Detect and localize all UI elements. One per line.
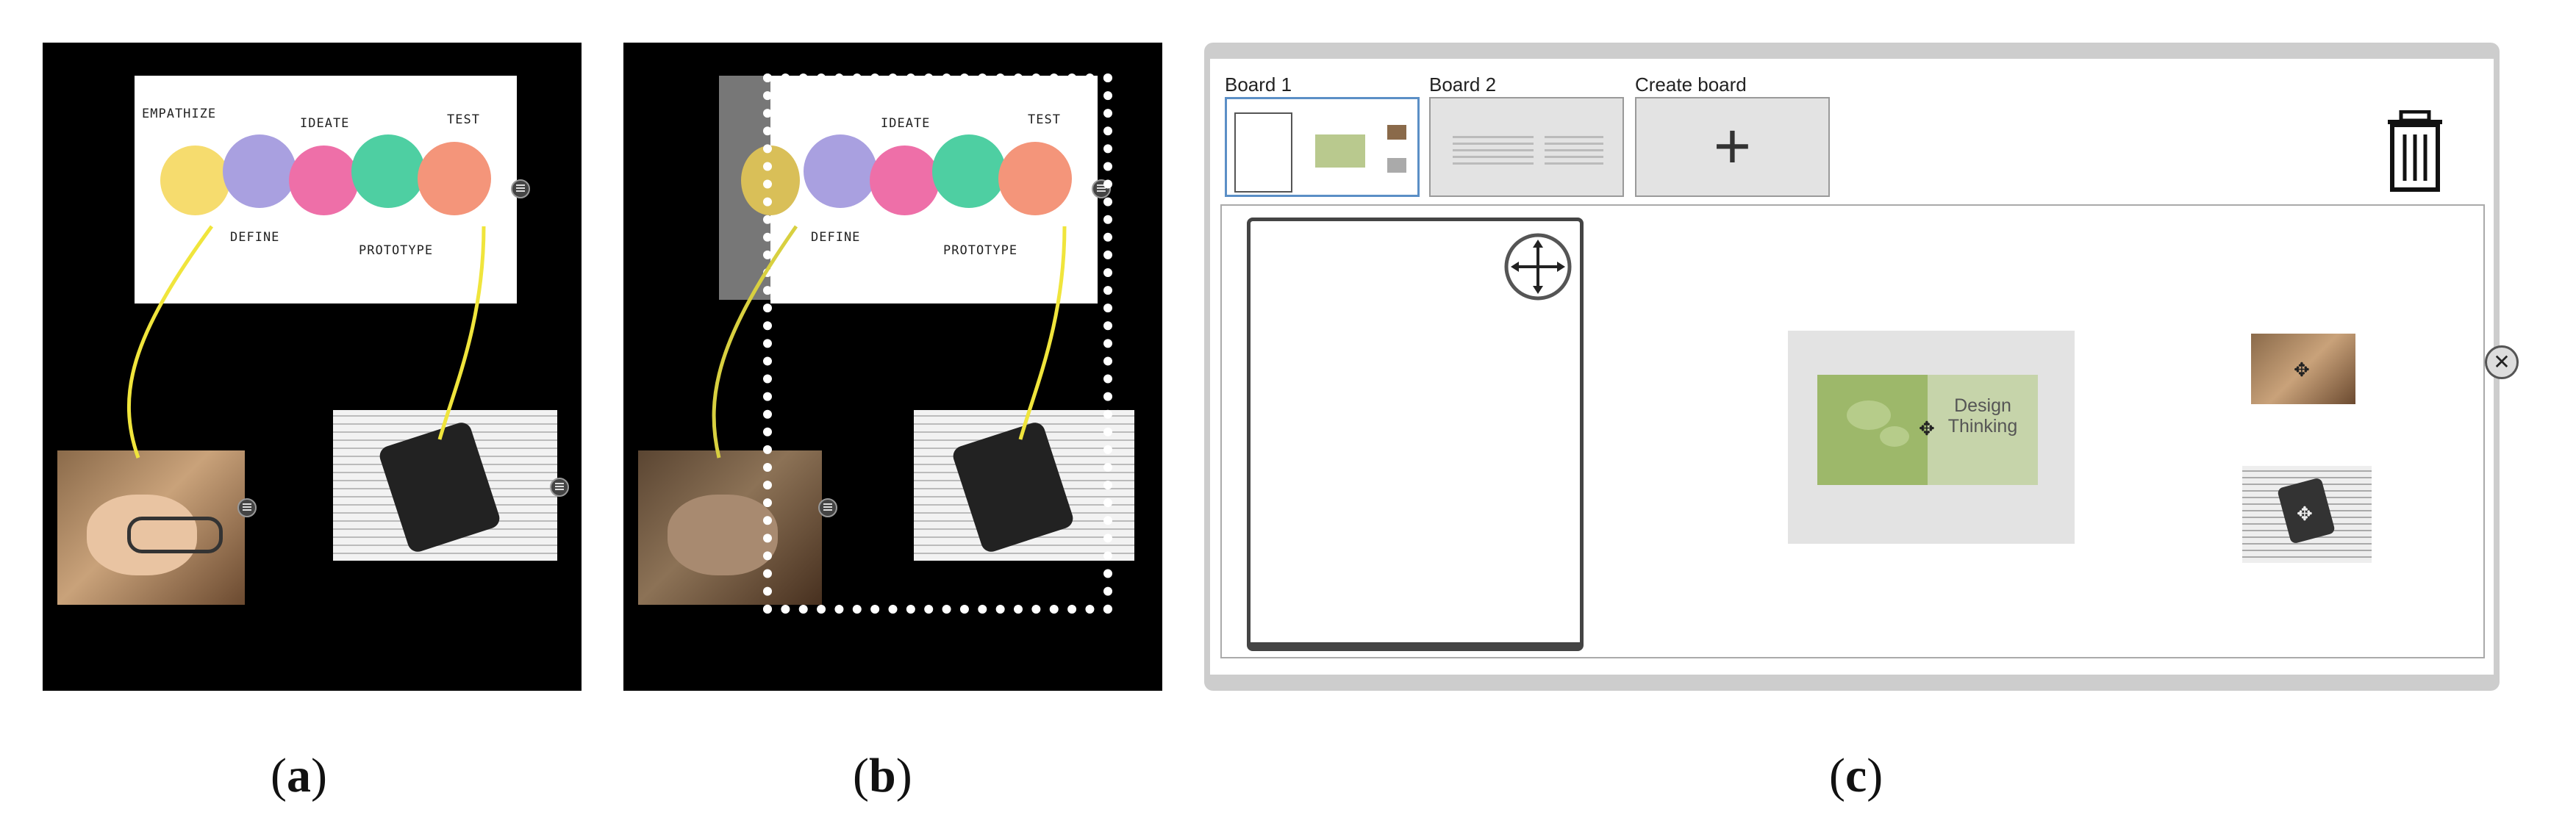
plus-icon: + [1713, 109, 1752, 182]
slide-title: Design Thinking [1947, 395, 2018, 437]
design-thinking-sketch-b[interactable]: IDEATE TEST DEFINE PROTOTYPE [770, 76, 1098, 303]
board-1-thumb-photo-2 [1387, 158, 1406, 173]
create-board-button[interactable]: + [1635, 97, 1830, 197]
phone-card-move-icon[interactable]: ✥ [2297, 503, 2313, 525]
glasses-hand-b [668, 495, 778, 575]
arrow-to-glasses-b [712, 225, 798, 459]
panel-b-arrows [712, 225, 1067, 459]
phone-sketch-photo[interactable] [333, 410, 557, 561]
glasses-photo[interactable] [57, 450, 245, 605]
prototype-circle-b [932, 134, 1006, 208]
board-window: Board 1 Board 2 Create board + [1204, 43, 2519, 691]
page-frame[interactable] [1247, 218, 1584, 651]
define-circle-b [804, 134, 877, 208]
board-1-tab-label: Board 1 [1225, 73, 1292, 96]
panel-b-screen: IDEATE TEST DEFINE PROTOTYPE [623, 43, 1162, 691]
phone-menu-handle[interactable] [550, 478, 569, 497]
test-label: TEST [447, 112, 480, 127]
board-2-thumb-content-2 [1545, 132, 1603, 165]
phone-thumbnail-card[interactable]: ✥ [2242, 466, 2372, 563]
glasses-menu-handle[interactable] [237, 498, 257, 517]
arrow-to-glasses [126, 225, 214, 459]
design-thinking-sketch[interactable]: EMPATHIZE IDEATE TEST DEFINE PROTOTYPE [135, 76, 517, 303]
glasses-hand [87, 495, 197, 575]
ideate-label: IDEATE [300, 116, 350, 131]
prototype-label: PROTOTYPE [359, 243, 434, 258]
slide-title-panel: Design Thinking [1928, 375, 2038, 485]
slide-bubble-1 [1847, 400, 1891, 430]
glasses-menu-handle-b[interactable] [818, 498, 837, 517]
prototype-circle [351, 134, 425, 208]
create-board-label: Create board [1635, 73, 1747, 96]
board-2-thumb-content-1 [1453, 132, 1534, 165]
test-circle [418, 142, 491, 215]
phone-sketch-photo-b[interactable] [914, 410, 1134, 561]
caption-a: (a) [271, 749, 327, 802]
ideate-circle [289, 146, 359, 215]
board-2-thumbnail[interactable] [1429, 97, 1624, 197]
empathize-label: EMPATHIZE [142, 107, 217, 121]
glasses-card-move-icon[interactable]: ✥ [2294, 359, 2310, 381]
board-1-thumb-photo-1 [1387, 125, 1406, 140]
sketch-menu-handle[interactable] [511, 179, 530, 198]
panel-a-arrows [126, 225, 486, 459]
board-1-thumbnail[interactable] [1225, 97, 1420, 197]
slide-green-panel [1817, 375, 1928, 485]
design-thinking-slide[interactable]: Design Thinking ✥ [1788, 331, 2075, 544]
board-1-thumb-slide [1315, 134, 1365, 168]
caption-c: (c) [1829, 749, 1883, 802]
board-inner: Board 1 Board 2 Create board + [1210, 59, 2494, 675]
glasses-thumbnail-card[interactable]: ✥ [2251, 334, 2355, 404]
board-1-thumb-page [1234, 112, 1292, 193]
prototype-label-b: PROTOTYPE [943, 243, 1018, 258]
board-canvas[interactable]: Design Thinking ✥ ✥ ✥ [1220, 204, 2485, 658]
trash-icon[interactable] [2385, 110, 2445, 193]
slide-move-icon[interactable]: ✥ [1919, 417, 1935, 439]
caption-b: (b) [853, 749, 912, 802]
selection-marquee[interactable] [763, 73, 1112, 614]
ideate-label-b: IDEATE [881, 116, 931, 131]
glasses-photo-b[interactable] [638, 450, 822, 605]
close-icon: ✕ [2493, 351, 2511, 373]
glasses-frame [127, 517, 223, 553]
arrow-to-phone-b [1018, 226, 1067, 440]
close-button[interactable]: ✕ [2485, 345, 2519, 379]
define-circle [223, 134, 296, 208]
define-label: DEFINE [230, 230, 280, 245]
define-label-b: DEFINE [811, 230, 861, 245]
move-icon[interactable] [1503, 232, 1573, 301]
board-2-tab-label: Board 2 [1429, 73, 1497, 96]
test-label-b: TEST [1028, 112, 1061, 127]
empathize-circle [160, 146, 230, 215]
panel-a-screen: EMPATHIZE IDEATE TEST DEFINE PROTOTYPE [43, 43, 582, 691]
ideate-circle-b [870, 146, 940, 215]
slide-bubble-2 [1880, 426, 1909, 447]
arrow-to-phone [437, 226, 486, 440]
test-circle-b [998, 142, 1072, 215]
